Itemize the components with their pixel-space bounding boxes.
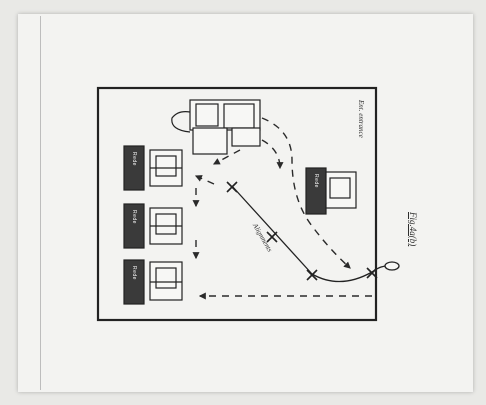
station-label-3: Rede [131, 266, 137, 280]
workstation-3 [123, 259, 183, 305]
station-label-4: Rede [313, 174, 319, 188]
page-edge-line [40, 16, 41, 390]
station-label-1: Rede [131, 152, 137, 166]
machine-cluster-top [171, 99, 261, 155]
entrance-label: Ent. entrance [357, 100, 365, 138]
workstation-2 [123, 203, 183, 249]
figure-caption: Fig.4a(b) [408, 212, 418, 247]
flow-path [192, 117, 372, 300]
workstation-1 [123, 145, 183, 191]
scanned-page [18, 14, 473, 392]
station-label-2: Rede [131, 210, 137, 224]
room-outline [96, 86, 378, 322]
cross-markers [226, 181, 378, 281]
workstation-4 [305, 167, 357, 215]
